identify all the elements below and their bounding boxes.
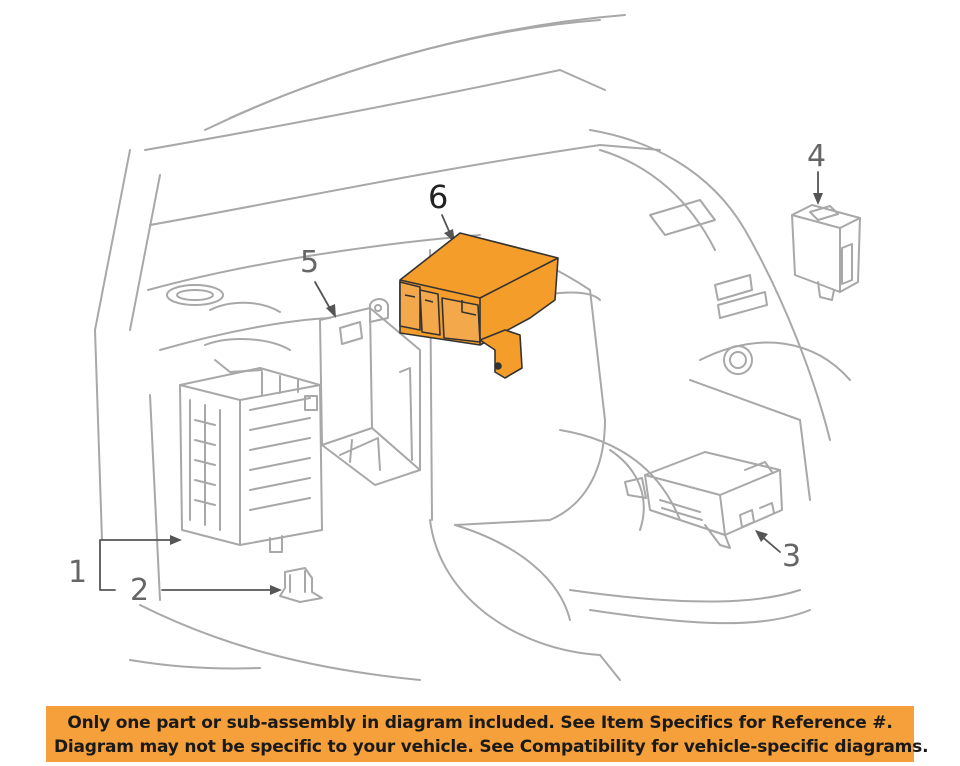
dashboard-outline: [94, 14, 851, 681]
disclaimer-line-2: Diagram may not be specific to your vehi…: [54, 737, 929, 757]
callout-4: 4: [807, 139, 826, 174]
disclaimer-line-1: Only one part or sub-assembly in diagram…: [67, 713, 893, 733]
callout-2: 2: [130, 573, 149, 608]
callout-3: 3: [782, 539, 801, 574]
disclaimer-banner: Only one part or sub-assembly in diagram…: [46, 706, 929, 762]
part-5-control-module: [319, 298, 421, 486]
part-2-clip: [279, 567, 323, 603]
callout-1: 1: [68, 555, 87, 590]
part-4-relay: [791, 204, 861, 301]
callout-6: 6: [428, 178, 448, 216]
parts-diagram: 1 2 3 4 5 6: [68, 14, 861, 681]
part-3-sensor-module: [624, 451, 783, 549]
callout-5: 5: [300, 245, 319, 280]
part-1-junction-block: [179, 367, 323, 553]
part-6-highlighted-module: [399, 232, 559, 379]
leader-arrowheads: [170, 193, 823, 595]
